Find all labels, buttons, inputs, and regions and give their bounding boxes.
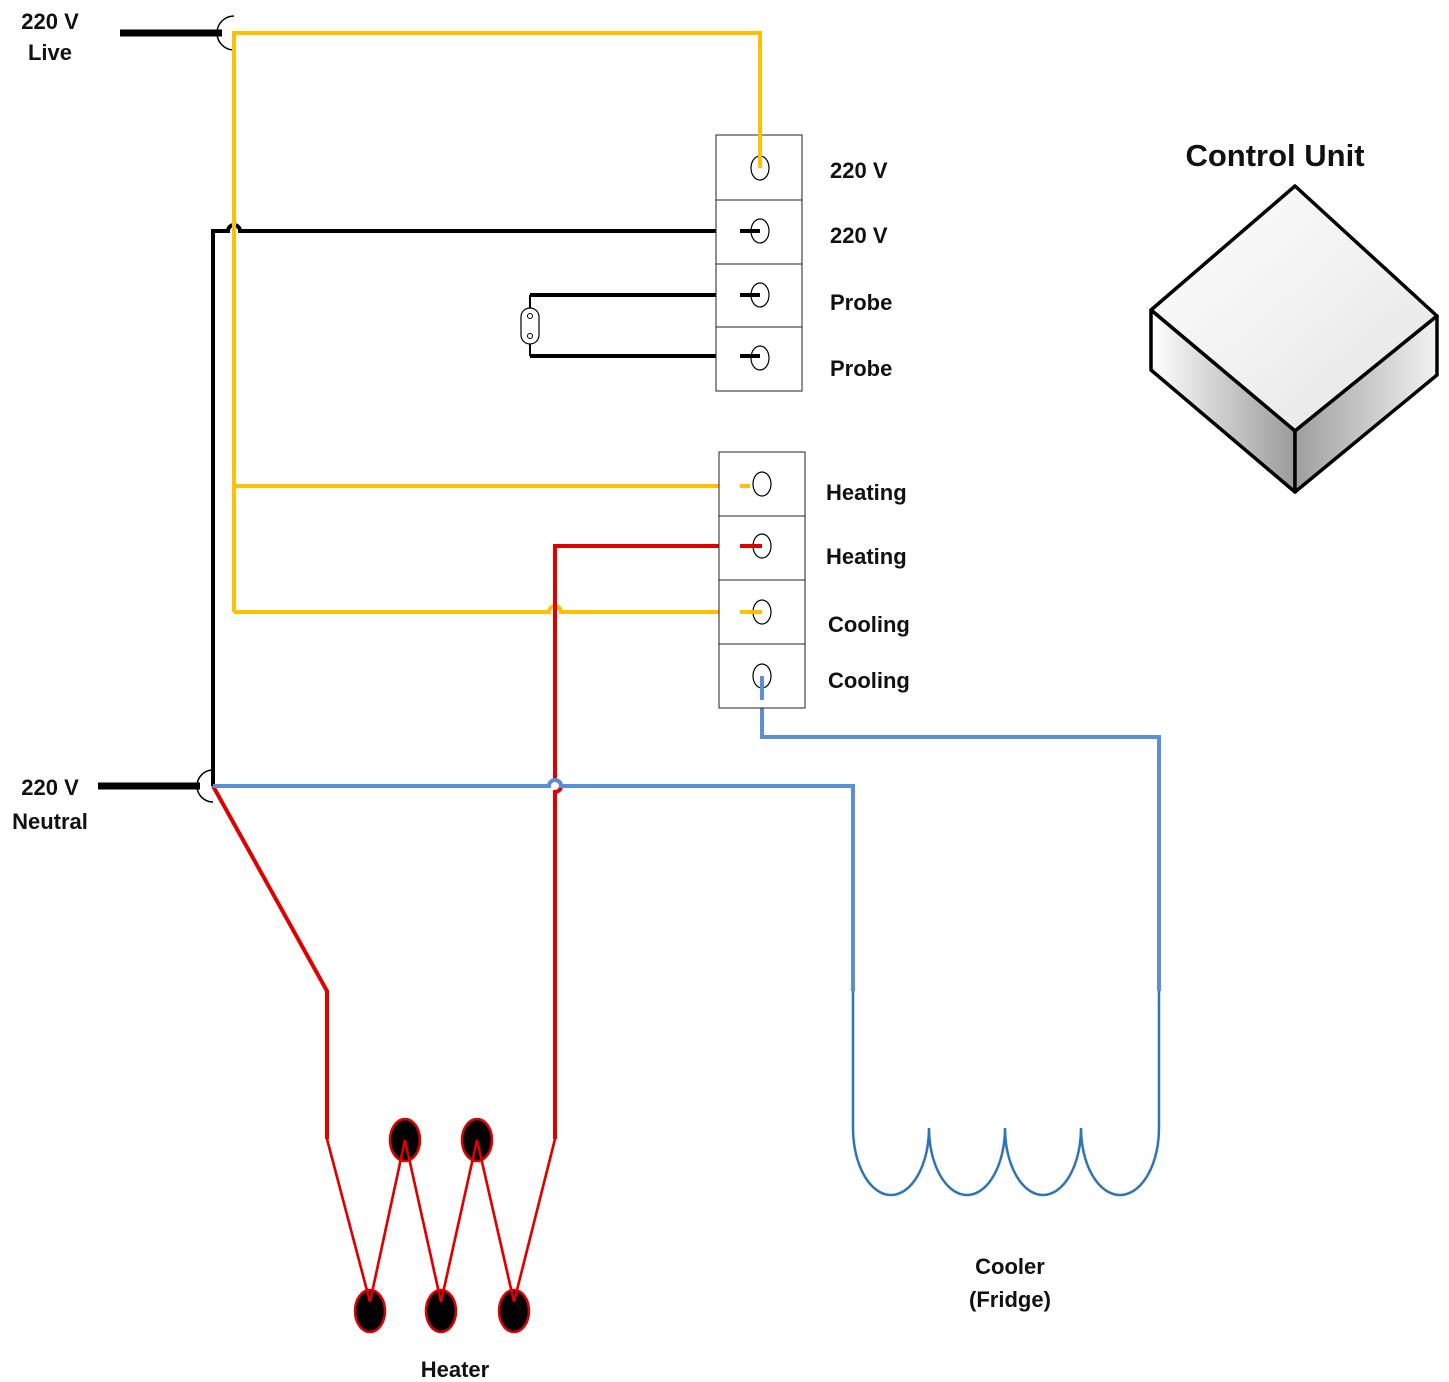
neutral-supply: 220 V Neutral (12, 769, 214, 834)
control-unit-box: Control Unit (1149, 138, 1439, 494)
cooler-feed-wire (760, 676, 1161, 991)
cooler-neutral-wire (213, 778, 855, 991)
terminal-label: 220 V (830, 223, 888, 248)
live-label: Live (28, 40, 72, 65)
terminal-block-power-probe: 220 V 220 V Probe Probe (715, 33, 892, 392)
heater-label: Heater (421, 1357, 490, 1382)
live-voltage-label: 220 V (21, 9, 79, 34)
heater-node (497, 1288, 531, 1334)
live-wire (232, 31, 762, 612)
heater-return-wire (211, 785, 329, 1139)
neutral-voltage-label: 220 V (21, 775, 79, 800)
neutral-wire (211, 223, 760, 786)
heater-node (424, 1288, 458, 1334)
heater-element: Heater (325, 1117, 557, 1382)
cooler-label: Cooler (975, 1254, 1045, 1279)
terminal-screw (752, 471, 772, 497)
terminal-label: Heating (826, 480, 907, 505)
terminal-label: Probe (830, 290, 892, 315)
terminal-label: 220 V (830, 158, 888, 183)
live-to-cooling-wire (234, 604, 750, 614)
terminal-label: Cooling (828, 612, 910, 637)
terminal-block-relays: Heating Heating Cooling Cooling (718, 451, 910, 709)
cooler-sublabel: (Fridge) (969, 1287, 1051, 1312)
control-unit-title: Control Unit (1185, 138, 1364, 173)
cooler-coil: Cooler (Fridge) (851, 991, 1161, 1312)
neutral-label: Neutral (12, 809, 88, 834)
terminal-label: Cooling (828, 668, 910, 693)
terminal-label: Heating (826, 544, 907, 569)
terminal-label: Probe (830, 356, 892, 381)
live-supply: 220 V Live (21, 9, 235, 65)
heater-node (353, 1288, 387, 1334)
